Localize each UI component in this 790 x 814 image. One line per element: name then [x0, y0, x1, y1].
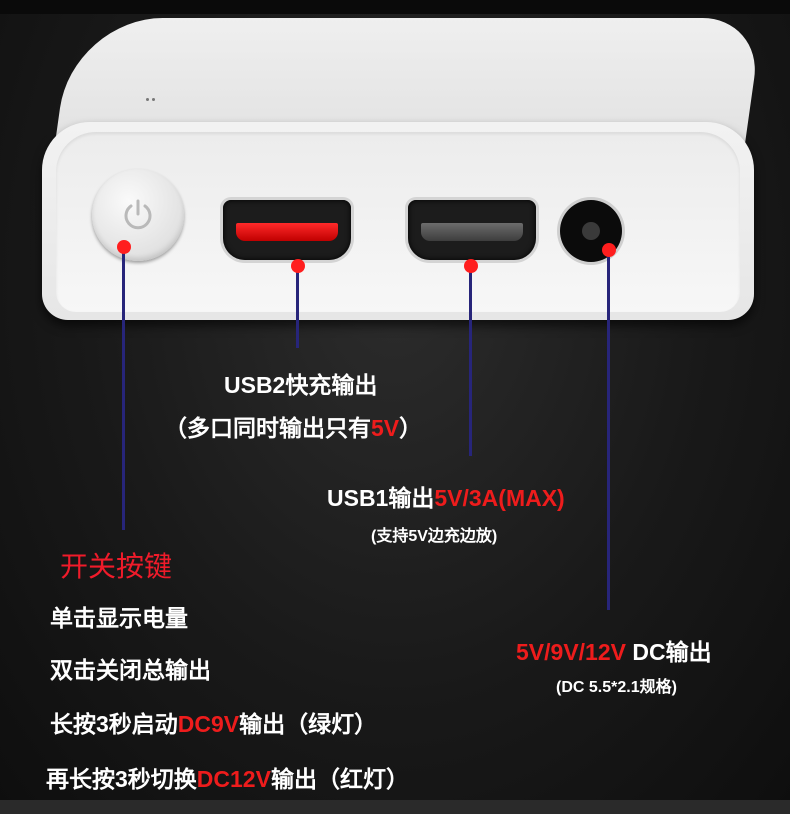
power-button	[92, 169, 184, 261]
usb1-title: USB1输出5V/3A(MAX)	[327, 479, 565, 513]
power-button-line-4-value: DC12V	[196, 766, 271, 792]
dc-title: 5V/9V/12V DC输出	[516, 633, 712, 667]
power-pointer-line	[122, 247, 125, 530]
power-button-line-3: 长按3秒启动DC9V输出（绿灯）	[50, 705, 377, 739]
power-icon	[124, 199, 152, 230]
power-button-line-2: 双击关闭总输出	[50, 657, 211, 683]
usb1-pointer-dot	[464, 259, 478, 273]
dc-jack-pin	[582, 222, 600, 240]
power-button-line-3-suffix: 输出（绿灯）	[239, 711, 378, 737]
usb1-pointer-line	[469, 266, 472, 456]
usb2-port-icon	[223, 200, 351, 260]
power-button-line-3-prefix: 长按3秒启动	[50, 711, 178, 737]
dc-title-label: DC输出	[625, 639, 712, 665]
led-indicator-icon	[146, 98, 156, 104]
top-border	[0, 0, 790, 14]
usb2-pointer-dot	[291, 259, 305, 273]
usb2-title: USB2快充输出	[224, 372, 378, 398]
usb1-port-tongue	[421, 223, 523, 241]
usb2-note-open: （多口同时输出只有	[164, 415, 371, 441]
usb1-title-label: USB1输出	[327, 485, 435, 511]
dc-pointer-dot	[602, 243, 616, 257]
power-button-line-4-prefix: 再长按3秒切换	[46, 766, 197, 792]
usb2-note-value: 5V	[371, 415, 400, 441]
power-pointer-dot	[117, 240, 131, 254]
power-button-title: 开关按键	[60, 551, 173, 582]
power-button-line-4: 再长按3秒切换DC12V输出（红灯）	[46, 760, 409, 794]
power-button-line-4-suffix: 输出（红灯）	[270, 766, 409, 792]
usb2-port-tongue	[236, 223, 338, 241]
usb2-note: （多口同时输出只有5V）	[164, 409, 422, 443]
bottom-border	[0, 800, 790, 814]
power-button-line-1: 单击显示电量	[50, 605, 188, 631]
usb2-pointer-line	[296, 266, 299, 348]
usb1-note: (支持5V边充边放)	[371, 528, 498, 545]
dc-pointer-line	[607, 250, 610, 610]
dc-note: (DC 5.5*2.1规格)	[556, 679, 677, 696]
usb2-note-close: ）	[399, 415, 423, 441]
usb1-title-value: 5V/3A(MAX)	[434, 485, 565, 511]
usb1-port-icon	[408, 200, 536, 260]
power-button-line-3-value: DC9V	[177, 711, 240, 737]
dc-title-value: 5V/9V/12V	[516, 639, 626, 665]
